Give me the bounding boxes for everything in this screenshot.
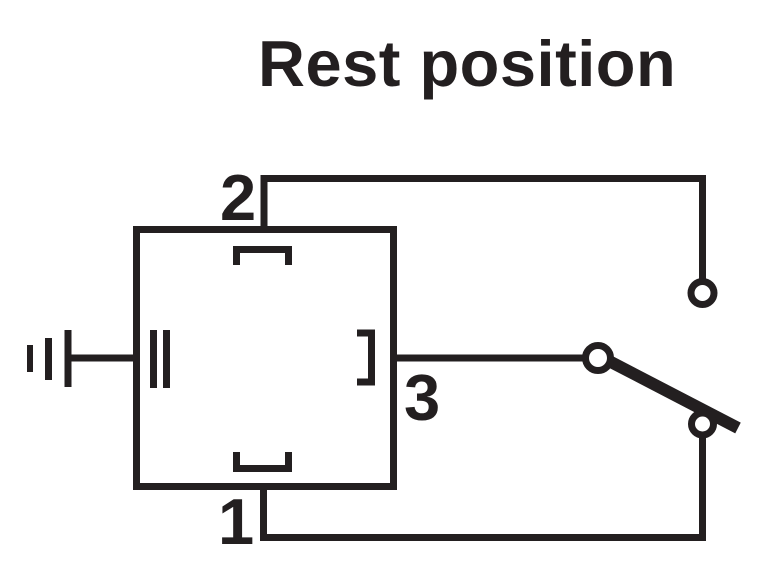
element-bar-left [150, 330, 157, 388]
ground-bar-small [27, 345, 33, 372]
element-bar-right [163, 330, 170, 388]
terminal-1-label: 1 [218, 485, 255, 558]
pivot-contact-circle [582, 342, 614, 374]
wire-lower-contact-to-terminal-1 [260, 437, 706, 541]
ground-symbol [27, 330, 72, 387]
right-bracket-symbol [357, 329, 375, 386]
wire-terminal-2-to-upper-contact [260, 175, 706, 279]
lower-contact-circle [688, 409, 717, 439]
upper-contact-circle [687, 278, 718, 308]
terminal-2-label: 2 [220, 161, 257, 234]
ground-bar-large [64, 330, 72, 387]
double-bar-element-symbol [150, 330, 170, 388]
switch-lever [606, 355, 741, 434]
page-title: Rest position [258, 27, 677, 100]
ground-bar-medium [45, 338, 52, 380]
lower-bracket-symbol [233, 452, 292, 472]
component-box [133, 226, 397, 490]
terminal-3-label: 3 [404, 361, 441, 434]
upper-bracket-symbol [233, 246, 292, 265]
